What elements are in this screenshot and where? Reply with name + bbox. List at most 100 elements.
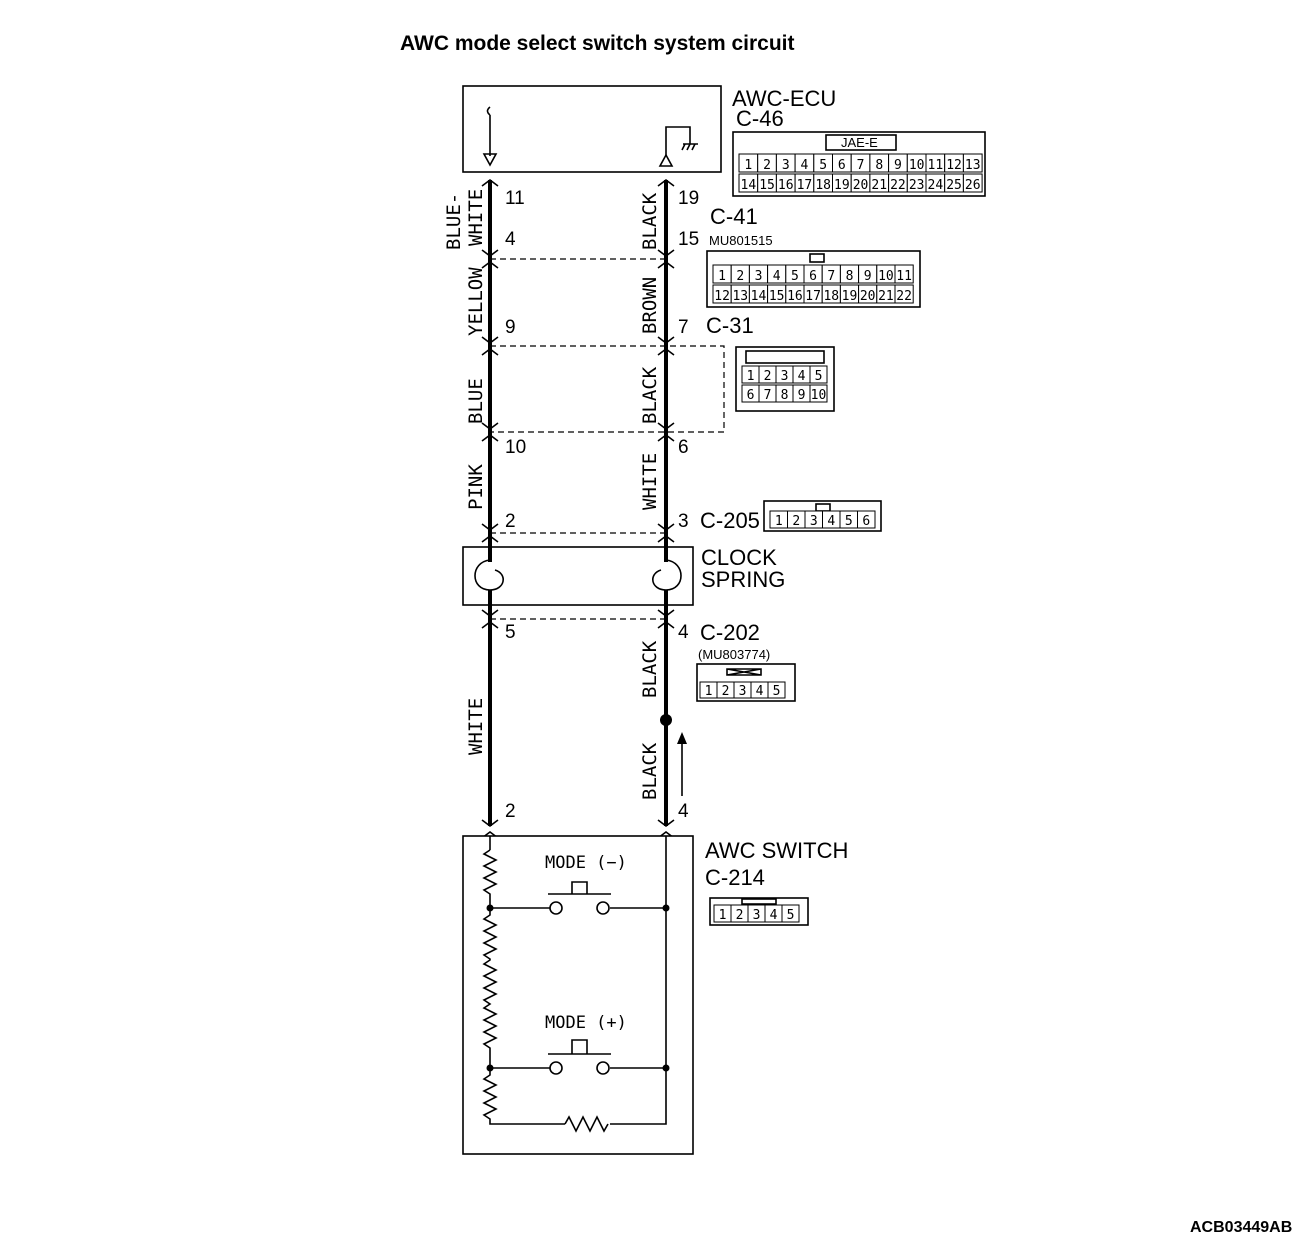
left-color-yellow: YELLOW xyxy=(465,267,487,336)
left-pin-c202: 5 xyxy=(505,622,516,643)
connector-chevron-icon xyxy=(481,261,499,269)
c46-pin-number: 7 xyxy=(857,158,865,173)
left-pin-c31-out: 10 xyxy=(505,437,526,458)
awc-switch-box xyxy=(462,835,694,1155)
connector-chevron-icon xyxy=(657,261,675,269)
c202-pin-number: 1 xyxy=(705,684,713,699)
mode-minus-contact-left xyxy=(549,901,563,915)
left-color-blue: BLUE xyxy=(465,378,487,424)
clock-spring-label-2: SPRING xyxy=(701,567,785,592)
c41-pin-number: 8 xyxy=(846,269,854,284)
c41-pin-number: 6 xyxy=(809,269,817,284)
c46-pin-cell xyxy=(962,173,983,193)
c46-pin-number: 16 xyxy=(778,178,794,193)
c46-pin-number: 20 xyxy=(853,178,869,193)
c41-lock xyxy=(809,253,825,263)
c41-pin-number: 17 xyxy=(805,289,821,304)
resistor-1-icon xyxy=(482,849,498,908)
clock-spring-left-coil-icon xyxy=(474,559,504,591)
clock-spring: CLOCK SPRING xyxy=(462,540,785,612)
c214-pin-number: 5 xyxy=(787,908,795,923)
c41-part-number: MU801515 xyxy=(709,233,773,248)
reference-code: ACB03449AB xyxy=(1190,1219,1292,1236)
c46-pin-number: 2 xyxy=(763,158,771,173)
c41-pin-number: 22 xyxy=(896,289,912,304)
resistor-2-icon xyxy=(482,908,498,1068)
ecu-ground-triangle-icon xyxy=(658,153,674,167)
left-color-pink: PINK xyxy=(465,464,487,510)
right-color-black-1: BLACK xyxy=(639,192,661,250)
c46-pin-number: 4 xyxy=(801,158,809,173)
c41-pin-number: 19 xyxy=(842,289,858,304)
c41-pin-number: 18 xyxy=(823,289,839,304)
clock-spring-box xyxy=(462,546,694,606)
mode-minus-contact-right xyxy=(596,901,610,915)
right-color-brown: BROWN xyxy=(639,277,661,334)
c205-pin-number: 3 xyxy=(810,514,818,529)
c46-pin-number: 9 xyxy=(894,158,902,173)
ecu-box xyxy=(462,85,722,173)
connector-chevron-icon xyxy=(657,523,675,531)
connector-chevron-icon xyxy=(657,249,675,257)
c31-pin-number: 9 xyxy=(798,388,806,403)
c41-pin-number: 1 xyxy=(718,269,726,284)
ecu-connector-label: C-46 xyxy=(736,106,784,131)
ecu-ground-line xyxy=(665,126,691,156)
c202-pin-number: 5 xyxy=(773,684,781,699)
c46-pin-number: 26 xyxy=(965,178,981,193)
c205-pin-number: 6 xyxy=(862,514,870,529)
c46-type-label: JAE-E xyxy=(841,135,878,150)
connector-chevron-icon xyxy=(481,249,499,257)
c46-pin-number: 1 xyxy=(744,158,752,173)
c31-pin-number: 6 xyxy=(747,388,755,403)
right-color-black-2: BLACK xyxy=(639,366,661,424)
right-pin-c202: 4 xyxy=(678,622,689,643)
left-color-blue-white-2: WHITE xyxy=(465,189,487,246)
left-pin-c41: 4 xyxy=(505,229,516,250)
ecu-input-line xyxy=(486,106,491,156)
c41-pin-number: 9 xyxy=(864,269,872,284)
connector-chevron-icon xyxy=(657,609,675,617)
c46-pin-number: 25 xyxy=(946,178,962,193)
right-color-white: WHITE xyxy=(639,453,661,510)
c205-pin-number: 5 xyxy=(845,514,853,529)
c41-pin-number: 2 xyxy=(736,269,744,284)
right-pin-c31: 7 xyxy=(678,317,689,338)
c41-pin-number: 13 xyxy=(732,289,748,304)
connector-chevron-icon xyxy=(657,336,675,344)
c205-pin-number: 4 xyxy=(827,514,835,529)
connector-chevron-icon xyxy=(657,348,675,356)
c41-pin-number: 12 xyxy=(714,289,730,304)
awc-switch-name: AWC SWITCH xyxy=(705,838,848,863)
connector-chevron-icon xyxy=(657,434,675,442)
c202-part-number: (MU803774) xyxy=(698,647,770,662)
c46-pin-number: 3 xyxy=(782,158,790,173)
c214-pin-number: 1 xyxy=(719,908,727,923)
ground-icon xyxy=(681,143,698,151)
diagram-title: AWC mode select switch system circuit xyxy=(400,32,794,55)
c41-pin-number: 4 xyxy=(773,269,781,284)
c31-pin-number: 10 xyxy=(811,388,827,403)
left-color-white: WHITE xyxy=(465,698,487,755)
right-pin-c31-out: 6 xyxy=(678,437,689,458)
c31-pin-number: 2 xyxy=(764,369,772,384)
c41-pin-number: 21 xyxy=(878,289,894,304)
right-pin-c41: 15 xyxy=(678,229,699,250)
c46-pin-number: 17 xyxy=(797,178,813,193)
c46-pin-number: 8 xyxy=(875,158,883,173)
c31-pin-number: 1 xyxy=(747,369,755,384)
mode-plus-label: MODE (+) xyxy=(545,1013,627,1033)
right-pin-switch: 4 xyxy=(678,801,689,822)
c31-pin-number: 7 xyxy=(764,388,772,403)
connector-chevron-icon xyxy=(657,819,675,827)
c214-pin-number: 4 xyxy=(770,908,778,923)
